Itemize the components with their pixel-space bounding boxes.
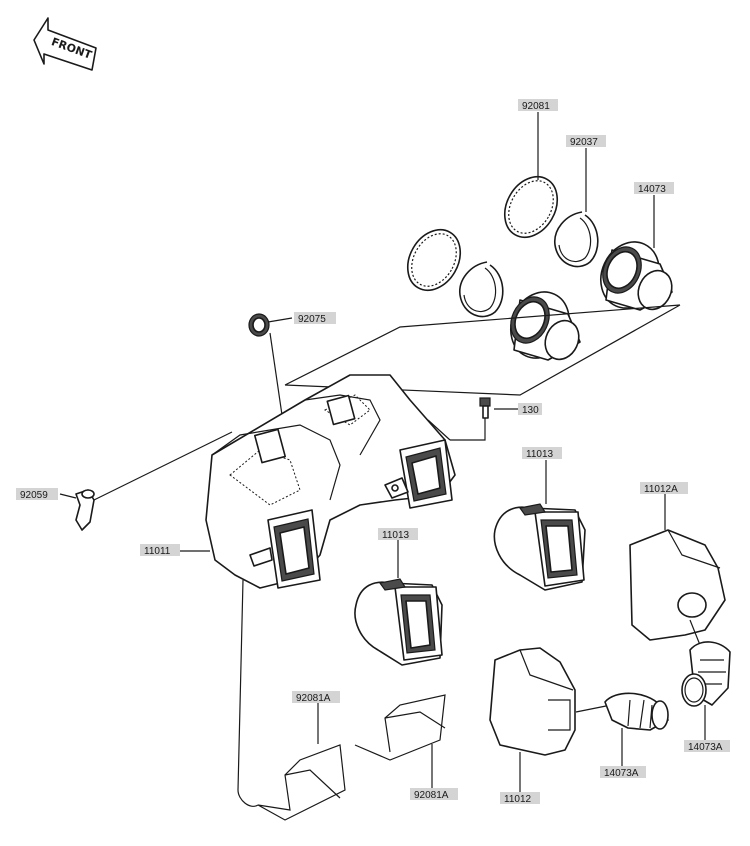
svg-text:92081A: 92081A [414, 790, 449, 801]
band-ring-upper-icon [503, 176, 559, 238]
label-14073A-right: 14073A [684, 740, 730, 753]
svg-text:92075: 92075 [298, 314, 326, 325]
svg-text:92081A: 92081A [296, 693, 331, 704]
label-92081A-bottom: 92081A [410, 788, 458, 801]
label-130: 130 [518, 403, 542, 416]
label-11011: 11011 [140, 544, 180, 557]
bolt-icon [479, 397, 491, 419]
label-92081A-top: 92081A [292, 691, 340, 704]
svg-text:11011: 11011 [144, 546, 171, 557]
svg-text:92059: 92059 [20, 490, 48, 501]
hose-icon [75, 489, 95, 531]
svg-text:92037: 92037 [570, 137, 598, 148]
label-14073A-left: 14073A [600, 766, 646, 779]
clamp-lower-icon [459, 261, 504, 318]
label-11013-right: 11013 [522, 447, 562, 460]
air-box-housing-icon [205, 374, 456, 589]
svg-text:11012: 11012 [504, 794, 532, 805]
label-14073: 14073 [634, 182, 674, 195]
wire-clip-left-icon [257, 744, 346, 821]
label-11012: 11012 [500, 792, 540, 805]
svg-text:92081: 92081 [522, 101, 550, 112]
duct-cover-lower-icon [489, 647, 576, 756]
svg-text:11012A: 11012A [644, 484, 678, 495]
clamp-upper-icon [554, 211, 599, 268]
svg-text:11013: 11013 [382, 530, 410, 541]
svg-text:11013: 11013 [526, 449, 554, 460]
elbow-hose-right-icon [681, 641, 731, 707]
svg-text:14073A: 14073A [688, 742, 723, 753]
duct-upper-icon [600, 241, 673, 311]
label-92037: 92037 [566, 135, 606, 148]
elbow-hose-left-icon [604, 692, 669, 731]
svg-text:14073A: 14073A [604, 768, 639, 779]
intake-cover-left-icon [354, 578, 443, 666]
label-11013-left: 11013 [378, 528, 418, 541]
label-92059: 92059 [16, 488, 58, 501]
wire-clip-right-icon [354, 694, 446, 761]
svg-text:130: 130 [522, 405, 539, 416]
cap-icon [248, 313, 270, 337]
label-92075: 92075 [294, 312, 336, 325]
front-arrow-icon: FRONT [33, 17, 97, 71]
svg-text:14073: 14073 [638, 184, 666, 195]
label-11012A: 11012A [640, 482, 688, 495]
label-92081: 92081 [518, 99, 558, 112]
intake-cover-right-icon [493, 503, 586, 591]
duct-lower-icon [510, 291, 581, 361]
band-ring-lower-icon [406, 229, 462, 291]
duct-cover-upper-icon [629, 529, 726, 646]
